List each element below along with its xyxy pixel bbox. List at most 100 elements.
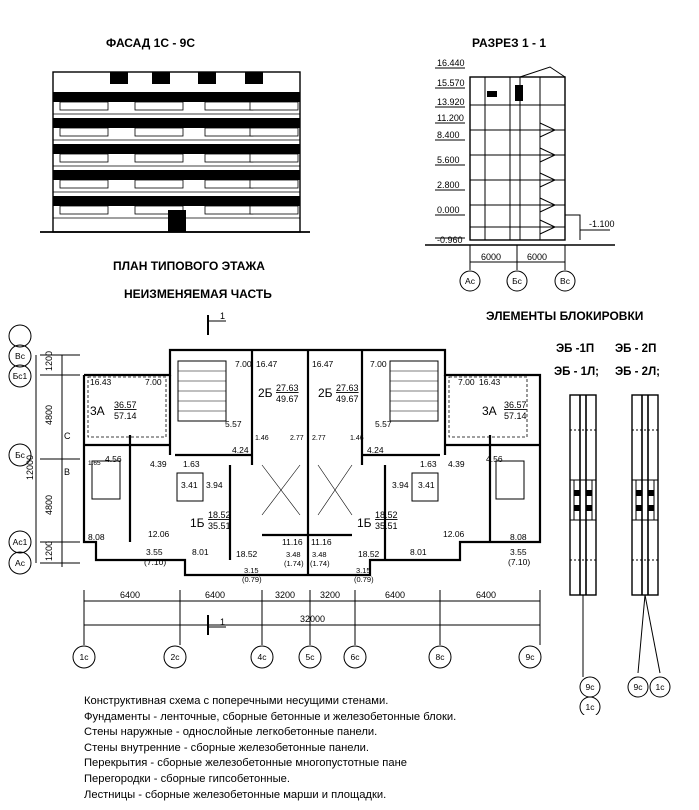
facade-balcony bbox=[134, 101, 184, 111]
room-area: 3.55 bbox=[510, 547, 527, 557]
room-area: 16.47 bbox=[312, 359, 334, 369]
left-dim: 4800 bbox=[44, 495, 54, 515]
ground-level: -1.100 bbox=[589, 219, 615, 229]
room-area: 3.41 bbox=[181, 480, 198, 490]
section-level: 11.200 bbox=[437, 113, 464, 123]
plan-axis-bottom: 6с bbox=[351, 652, 361, 662]
blocking-title: ЭЛЕМЕНТЫ БЛОКИРОВКИ bbox=[486, 309, 644, 323]
plan-axis-left: Бс bbox=[15, 450, 26, 460]
facade-balcony bbox=[59, 179, 109, 189]
facade-balcony bbox=[249, 101, 299, 111]
section-span: 6000 bbox=[481, 252, 501, 262]
room-area: 7.00 bbox=[235, 359, 252, 369]
construction-description: Конструктивная схема с поперечными несущ… bbox=[84, 694, 684, 803]
floor-plan: Вс Бс1 Бс Ас1 Ас 1с 2с 4с 5с 6с 8с 9с 1 … bbox=[8, 311, 542, 669]
section-mark: 1 bbox=[220, 311, 225, 321]
apt-living: 27.63 bbox=[336, 383, 359, 393]
apt-living: 18.52 bbox=[375, 510, 398, 520]
facade-balcony bbox=[204, 153, 254, 163]
room-area: 16.47 bbox=[256, 359, 278, 369]
room-area: (7.10) bbox=[508, 557, 530, 567]
room-area: 3.15 bbox=[356, 566, 371, 575]
room-area: 8.08 bbox=[88, 532, 105, 542]
section-level: 0.000 bbox=[437, 205, 460, 215]
plan-axis-bottom: 2с bbox=[171, 652, 181, 662]
apt-total: 49.67 bbox=[336, 394, 359, 404]
plan-axis-left: Вс bbox=[15, 351, 26, 361]
apt-total: 57.14 bbox=[114, 411, 137, 421]
plan-axis-bottom: 4с bbox=[258, 652, 268, 662]
facade-balcony bbox=[59, 101, 109, 111]
room-area: 4.24 bbox=[367, 445, 384, 455]
section-level: 16.440 bbox=[437, 58, 465, 68]
apt-type: 2Б bbox=[258, 386, 273, 400]
plan-axis-left: Бс1 bbox=[13, 371, 28, 381]
blocking-elements: 9с 1с 9с 1с bbox=[569, 394, 671, 715]
section-level: -0.960 bbox=[437, 235, 463, 245]
left-dim: 1200 bbox=[44, 541, 54, 561]
plan-axis-bottom: 9с bbox=[526, 652, 536, 662]
room-area: 1.63 bbox=[420, 459, 437, 469]
room-area: 3.48 bbox=[286, 550, 301, 559]
plan-subtitle: НЕИЗМЕНЯЕМАЯ ЧАСТЬ bbox=[124, 287, 272, 301]
room-area: 12.06 bbox=[443, 529, 465, 539]
left-dim: 4800 bbox=[44, 405, 54, 425]
apt-total: 35.51 bbox=[208, 521, 231, 531]
room-area: 1.63 bbox=[183, 459, 200, 469]
description-line: Стены внутренние - сборные железобетонны… bbox=[84, 741, 370, 754]
plan-axis-left: Ас bbox=[15, 558, 26, 568]
room-area: 1.46 bbox=[350, 435, 364, 442]
facade-balcony bbox=[204, 205, 254, 215]
room-area: 16.43 bbox=[479, 377, 501, 387]
room-area: 8.08 bbox=[510, 532, 527, 542]
facade-balcony bbox=[134, 179, 184, 189]
section-axis: Вс bbox=[560, 276, 571, 286]
room-area: 7.00 bbox=[370, 359, 387, 369]
room-area: 11.16 bbox=[311, 537, 332, 547]
room-area: (0.79) bbox=[242, 575, 262, 584]
room-area: 5.57 bbox=[375, 419, 392, 429]
room-area: 8.01 bbox=[192, 547, 209, 557]
apt-type: 1Б bbox=[357, 516, 372, 530]
room-area: 1.46 bbox=[255, 435, 269, 442]
facade-balcony bbox=[204, 127, 254, 137]
room-area: 16.43 bbox=[90, 377, 112, 387]
apt-type: 3А bbox=[482, 404, 497, 418]
description-line: Стены наружные - однослойные легкобетонн… bbox=[84, 726, 378, 739]
room-area: 4.56 bbox=[486, 454, 503, 464]
facade-balcony bbox=[59, 153, 109, 163]
room-area: 3.15 bbox=[244, 566, 259, 575]
plan-axis-bottom: 5с bbox=[306, 652, 316, 662]
blocking-label-1p: ЭБ -1П bbox=[556, 343, 595, 355]
section-title: РАЗРЕЗ 1 - 1 bbox=[472, 36, 547, 50]
room-area: 4.39 bbox=[150, 459, 167, 469]
blocking-label-2l: ЭБ - 2Л; bbox=[615, 366, 660, 378]
left-dim: 1200 bbox=[44, 351, 54, 371]
bottom-dim: 6400 bbox=[205, 590, 225, 600]
apt-total: 35.51 bbox=[375, 521, 398, 531]
apt-living: 36.57 bbox=[114, 400, 137, 410]
facade-balcony bbox=[59, 127, 109, 137]
section-level: 13.920 bbox=[437, 97, 465, 107]
section-axis: Ас bbox=[465, 276, 476, 286]
section-level: 8.400 bbox=[437, 130, 460, 140]
apt-type: 2Б bbox=[318, 386, 333, 400]
blocking-axis: 9с bbox=[586, 682, 596, 692]
room-area: 3.55 bbox=[146, 547, 163, 557]
room-area: 12.06 bbox=[148, 529, 170, 539]
apt-living: 18.52 bbox=[208, 510, 231, 520]
room-area: 7.00 bbox=[458, 377, 475, 387]
description-line: Фундаменты - ленточные, сборные бетонные… bbox=[84, 710, 457, 723]
room-area: (0.79) bbox=[354, 575, 374, 584]
room-area: (1.74) bbox=[310, 559, 330, 568]
facade-balcony bbox=[249, 153, 299, 163]
facade-balcony bbox=[249, 179, 299, 189]
facade-balcony bbox=[204, 101, 254, 111]
room-area: 8.01 bbox=[410, 547, 427, 557]
room-area: 18.52 bbox=[236, 549, 258, 559]
room-area: (1.74) bbox=[284, 559, 304, 568]
room-area: 3.41 bbox=[418, 480, 435, 490]
facade-balcony bbox=[249, 205, 299, 215]
apt-total: 49.67 bbox=[276, 394, 299, 404]
room-area: 3.48 bbox=[312, 550, 327, 559]
